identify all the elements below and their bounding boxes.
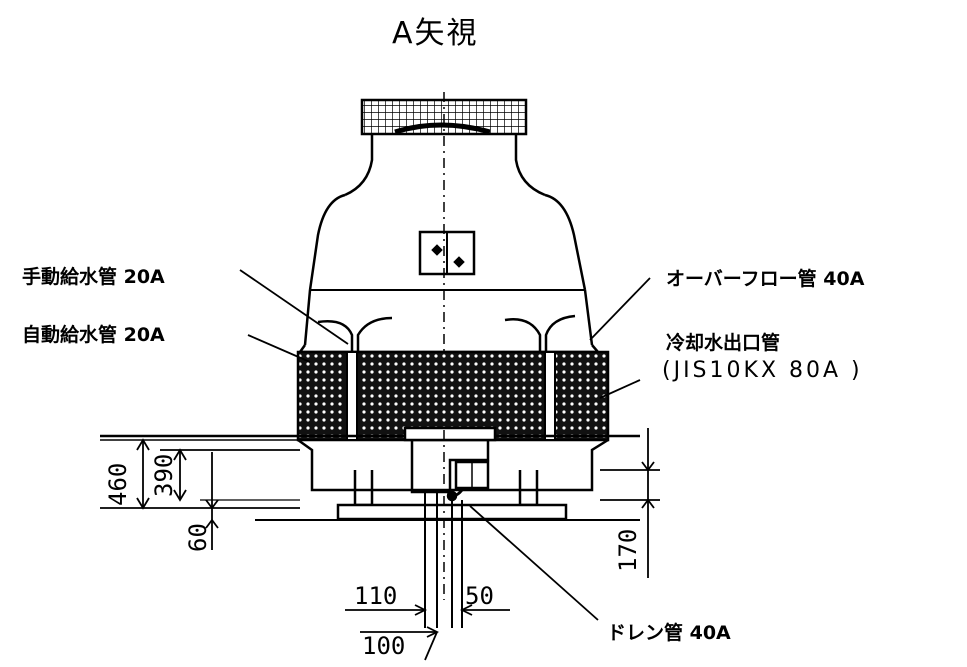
auto-supply-label: 自動給水管 20A — [22, 324, 165, 346]
dim-460: 460 — [104, 462, 132, 506]
cooling-outlet-label: 冷却水出口管 — [666, 332, 781, 354]
dim-110: 110 — [354, 582, 398, 610]
dim-100: 100 — [362, 632, 406, 660]
view-title: A矢視 — [392, 16, 479, 51]
dim-60: 60 — [184, 523, 212, 552]
overflow-label: オーバーフロー管 40A — [666, 268, 865, 290]
dim-390: 390 — [150, 453, 178, 497]
manual-supply-label: 手動給水管 20A — [22, 266, 165, 288]
dim-170: 170 — [614, 528, 642, 572]
basin — [100, 426, 640, 628]
drain-label: ドレン管 40A — [607, 622, 731, 644]
dimension-lines — [100, 428, 660, 661]
fan-guard — [360, 98, 528, 136]
dim-50: 50 — [465, 582, 494, 610]
louver-mesh — [296, 350, 610, 442]
cooling-outlet-spec-label: (JIS10KX 80A ) — [662, 358, 863, 383]
leader-lines — [239, 269, 651, 621]
